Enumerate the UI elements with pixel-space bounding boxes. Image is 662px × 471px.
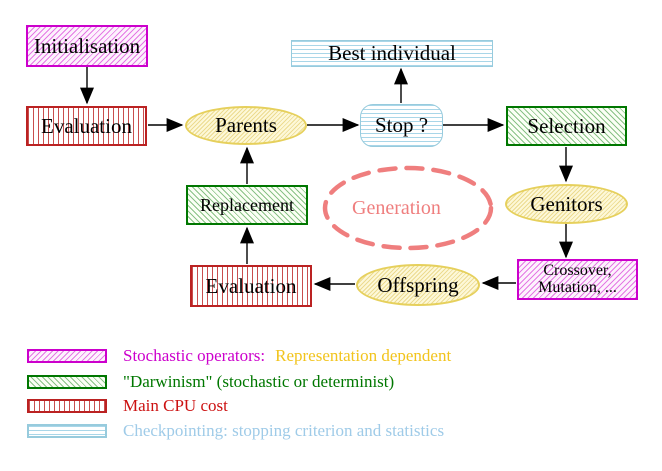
node-crossover-line2: Mutation, ... — [538, 278, 617, 296]
node-stop-label: Stop ? — [374, 113, 429, 138]
node-crossover-mutation: Crossover, Mutation, ... — [517, 259, 638, 300]
node-initialisation: Initialisation — [26, 25, 148, 67]
node-parents: Parents — [185, 106, 307, 145]
legend-row-stochastic: Stochastic operators: Representation dep… — [27, 346, 451, 366]
node-offspring-label: Offspring — [377, 272, 459, 297]
node-stop: Stop ? — [360, 104, 443, 147]
node-offspring: Offspring — [356, 264, 480, 306]
legend-swatch-stochastic — [27, 349, 107, 363]
legend-swatch-cpu — [27, 399, 107, 413]
node-evaluation-bottom: Evaluation — [190, 265, 312, 307]
node-genitors-label: Genitors — [530, 191, 603, 216]
node-selection: Selection — [506, 106, 627, 146]
legend-label-checkpointing: Checkpointing: stopping criterion and st… — [123, 421, 445, 440]
node-selection-label: Selection — [527, 113, 606, 138]
node-evaluation-top: Evaluation — [26, 106, 147, 146]
node-best-individual: Best individual — [291, 40, 493, 67]
node-replacement: Replacement — [186, 185, 308, 225]
node-crossover-line1: Crossover, — [543, 261, 612, 279]
legend-label-representation: Representation dependent — [275, 346, 452, 365]
node-initialisation-label: Initialisation — [33, 33, 141, 58]
node-genitors: Genitors — [505, 184, 628, 224]
node-best-individual-label: Best individual — [328, 41, 456, 66]
legend-label-darwinism: "Darwinism" (stochastic or determinist) — [123, 372, 395, 391]
legend-row-cpu: Main CPU cost — [27, 396, 228, 416]
generation-dashed-ellipse — [322, 165, 494, 251]
legend-label-stochastic: Stochastic operators: — [123, 346, 266, 365]
arrow-group — [80, 67, 573, 291]
legend-row-darwinism: "Darwinism" (stochastic or determinist) — [27, 372, 394, 392]
node-replacement-label: Replacement — [200, 194, 294, 215]
node-generation-label: Generation — [352, 197, 441, 219]
legend-swatch-checkpointing — [27, 424, 107, 438]
node-evaluation-top-label: Evaluation — [41, 113, 132, 138]
legend-row-checkpointing: Checkpointing: stopping criterion and st… — [27, 421, 444, 441]
node-evaluation-bottom-label: Evaluation — [205, 273, 297, 298]
legend-swatch-darwinism — [27, 375, 107, 389]
legend-label-cpu: Main CPU cost — [123, 396, 228, 415]
node-parents-label: Parents — [215, 113, 277, 138]
